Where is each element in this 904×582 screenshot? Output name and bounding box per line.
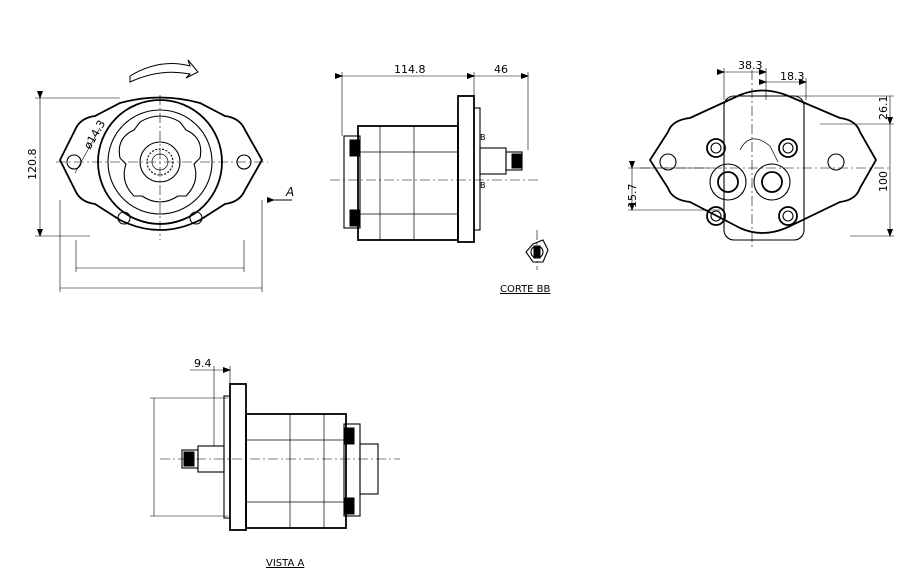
section-bb: CORTE BB: [500, 230, 551, 295]
rear-view: 38.3 18.3 26.1 100 15.7: [626, 59, 894, 248]
bolt-bottom-right: [189, 211, 203, 225]
dim-shaft-length: 46: [494, 63, 508, 76]
svg-text:B: B: [480, 181, 486, 190]
rear-bolt-tr: [778, 138, 798, 158]
vista-a-label: VISTA A: [266, 558, 304, 569]
rear-flange-outline: [648, 89, 878, 234]
port-left: [709, 163, 747, 201]
dim-port-height: 15.7: [626, 184, 639, 209]
dim-port-offset-a: 38.3: [738, 59, 763, 72]
arrow-a-label: A: [285, 185, 294, 199]
flange-outline: [58, 96, 264, 231]
bolt-bottom-left: [117, 211, 131, 225]
dim-rear-height: 100: [877, 171, 890, 192]
corte-bb-label: CORTE BB: [500, 284, 551, 295]
svg-text:B: B: [480, 133, 486, 142]
side-view: B B 114.8 46 CORTE BB: [330, 63, 551, 295]
rear-bolt-top: [349, 139, 361, 157]
rear-bolt-bl: [706, 206, 726, 226]
dim-body-length: 114.8: [394, 63, 426, 76]
dim-vista-flange: 9.4: [194, 357, 212, 370]
vista-a-view: 9.4 VISTA A: [150, 357, 400, 569]
trefoil-recess: [118, 115, 202, 203]
dim-front-height: 120.8: [26, 149, 39, 181]
rear-bolt-tl: [706, 138, 726, 158]
shaft-key: [511, 153, 523, 169]
dim-rear-top: 26.1: [877, 96, 890, 121]
dim-port-offset-b: 18.3: [780, 70, 805, 83]
front-view: ø14.3 120.8 A: [26, 59, 294, 292]
port-right: [753, 163, 791, 201]
rear-bolt-br: [778, 206, 798, 226]
rear-bolt-bottom: [349, 209, 361, 227]
